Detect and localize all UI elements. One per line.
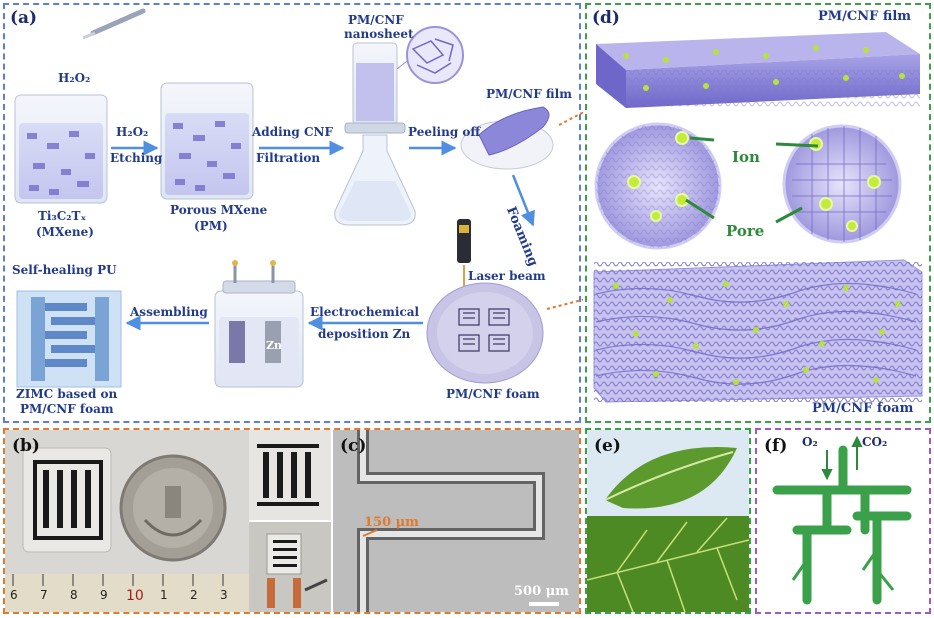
ruler-num: 3 bbox=[220, 588, 228, 602]
d-film-label: PM/CNF film bbox=[818, 9, 912, 24]
panel-d-label: (d) bbox=[592, 8, 620, 28]
link-arrows-to-d bbox=[546, 111, 583, 310]
peeling-off-label: Peeling off bbox=[408, 125, 481, 139]
panel-bc-frame bbox=[3, 428, 581, 614]
leaf-icon bbox=[604, 447, 737, 509]
mxene-name-label: (MXene) bbox=[36, 225, 94, 239]
pm-cnf-film-block bbox=[596, 32, 920, 108]
ruler-numbers: 6 7 8 9 10 1 2 3 bbox=[5, 588, 249, 608]
electrochemical-label-1: Electrochemical bbox=[310, 305, 420, 319]
pm-label: (PM) bbox=[194, 219, 228, 233]
panel-d-frame bbox=[585, 3, 931, 423]
ruler-icon bbox=[5, 574, 249, 612]
assembling-label: Assembling bbox=[130, 305, 208, 319]
panel-e-label: (e) bbox=[594, 436, 621, 456]
filtration-flask-icon bbox=[334, 42, 416, 226]
panel-f-illustration bbox=[772, 435, 912, 605]
zimc-label-2: PM/CNF foam bbox=[20, 402, 114, 416]
pipette-icon bbox=[82, 8, 146, 40]
ion-pore-pointer-arrows bbox=[685, 136, 819, 224]
etching-label: Etching bbox=[110, 151, 163, 165]
ruler-num: 1 bbox=[160, 588, 168, 602]
gas-arrows bbox=[821, 435, 863, 481]
panel-c-illustration bbox=[357, 430, 559, 612]
nanosheet-label-2: nanosheet bbox=[344, 27, 414, 41]
device-bent-photo bbox=[266, 533, 328, 608]
microcapacitor-pattern bbox=[33, 460, 103, 540]
panel-e-illustration bbox=[587, 447, 749, 612]
ruler-num: 7 bbox=[40, 588, 48, 602]
panel-c-label: (c) bbox=[340, 436, 367, 456]
panel-e-frame bbox=[585, 428, 751, 614]
d-ion-label: Ion bbox=[732, 148, 760, 166]
leaf-veins bbox=[587, 517, 749, 612]
ruler-num: 8 bbox=[70, 588, 78, 602]
beaker-mxene-icon bbox=[14, 94, 108, 204]
panel-f-label: (f) bbox=[764, 436, 788, 456]
panel-d-illustration bbox=[593, 32, 923, 403]
beaker-porous-mxene-icon bbox=[160, 82, 254, 200]
porous-mxene-label: Porous MXene bbox=[170, 203, 268, 217]
nanosheet-zoom-icon bbox=[396, 26, 464, 84]
d-pore-label: Pore bbox=[726, 222, 765, 240]
adding-cnf-label: Adding CNF bbox=[252, 125, 333, 139]
zoom-circle-right bbox=[782, 124, 902, 244]
pm-cnf-foam-label: PM/CNF foam bbox=[446, 387, 540, 401]
laser-beam-label: Laser beam bbox=[468, 269, 546, 283]
channel-width-label: 150 μm bbox=[364, 515, 419, 530]
scale-bar bbox=[529, 602, 559, 606]
device-flat-photo bbox=[257, 444, 319, 506]
ruler-num: 10 bbox=[126, 588, 144, 604]
h2o2-top-label: H₂O₂ bbox=[58, 71, 91, 85]
pm-cnf-film-label: PM/CNF film bbox=[486, 87, 572, 101]
ruler-num: 9 bbox=[100, 588, 108, 602]
d-foam-label: PM/CNF foam bbox=[812, 401, 914, 416]
panel-b-illustration bbox=[5, 430, 331, 612]
ion-dots-blocks bbox=[613, 45, 905, 385]
panel-b-label: (b) bbox=[12, 436, 40, 456]
coin-icon bbox=[119, 454, 227, 562]
pm-cnf-foam-disk-icon bbox=[426, 282, 544, 384]
self-healing-pu-label: Self-healing PU bbox=[12, 263, 117, 277]
panel-a-label: (a) bbox=[10, 8, 38, 28]
zimc-label-1: ZIMC based on bbox=[16, 387, 118, 401]
vascular-network bbox=[772, 445, 912, 605]
panel-a-frame bbox=[3, 3, 581, 423]
filtration-label: Filtration bbox=[256, 151, 321, 165]
zn-electrode-label: Zn bbox=[266, 339, 283, 352]
nanosheet-label-1: PM/CNF bbox=[348, 13, 404, 27]
process-arrows bbox=[111, 140, 535, 331]
pm-cnf-film-disk-icon bbox=[460, 106, 554, 170]
panel-a-illustration bbox=[14, 8, 583, 388]
zimc-device-icon bbox=[16, 290, 122, 388]
mxene-formula-label: Ti₃C₂Tₓ bbox=[38, 209, 87, 223]
electrochemical-label-2: deposition Zn bbox=[318, 327, 411, 341]
o2-label: O₂ bbox=[802, 435, 818, 449]
electrochemical-cell-icon bbox=[214, 260, 304, 388]
panel-f-frame bbox=[755, 428, 931, 614]
co2-label: CO₂ bbox=[862, 435, 888, 449]
zoom-circle-left bbox=[594, 122, 722, 250]
ruler-num: 2 bbox=[190, 588, 198, 602]
h2o2-step-label: H₂O₂ bbox=[116, 125, 149, 139]
channel-edge bbox=[360, 430, 542, 612]
scale-bar-label: 500 μm bbox=[514, 584, 569, 599]
ruler-num: 6 bbox=[10, 588, 18, 602]
